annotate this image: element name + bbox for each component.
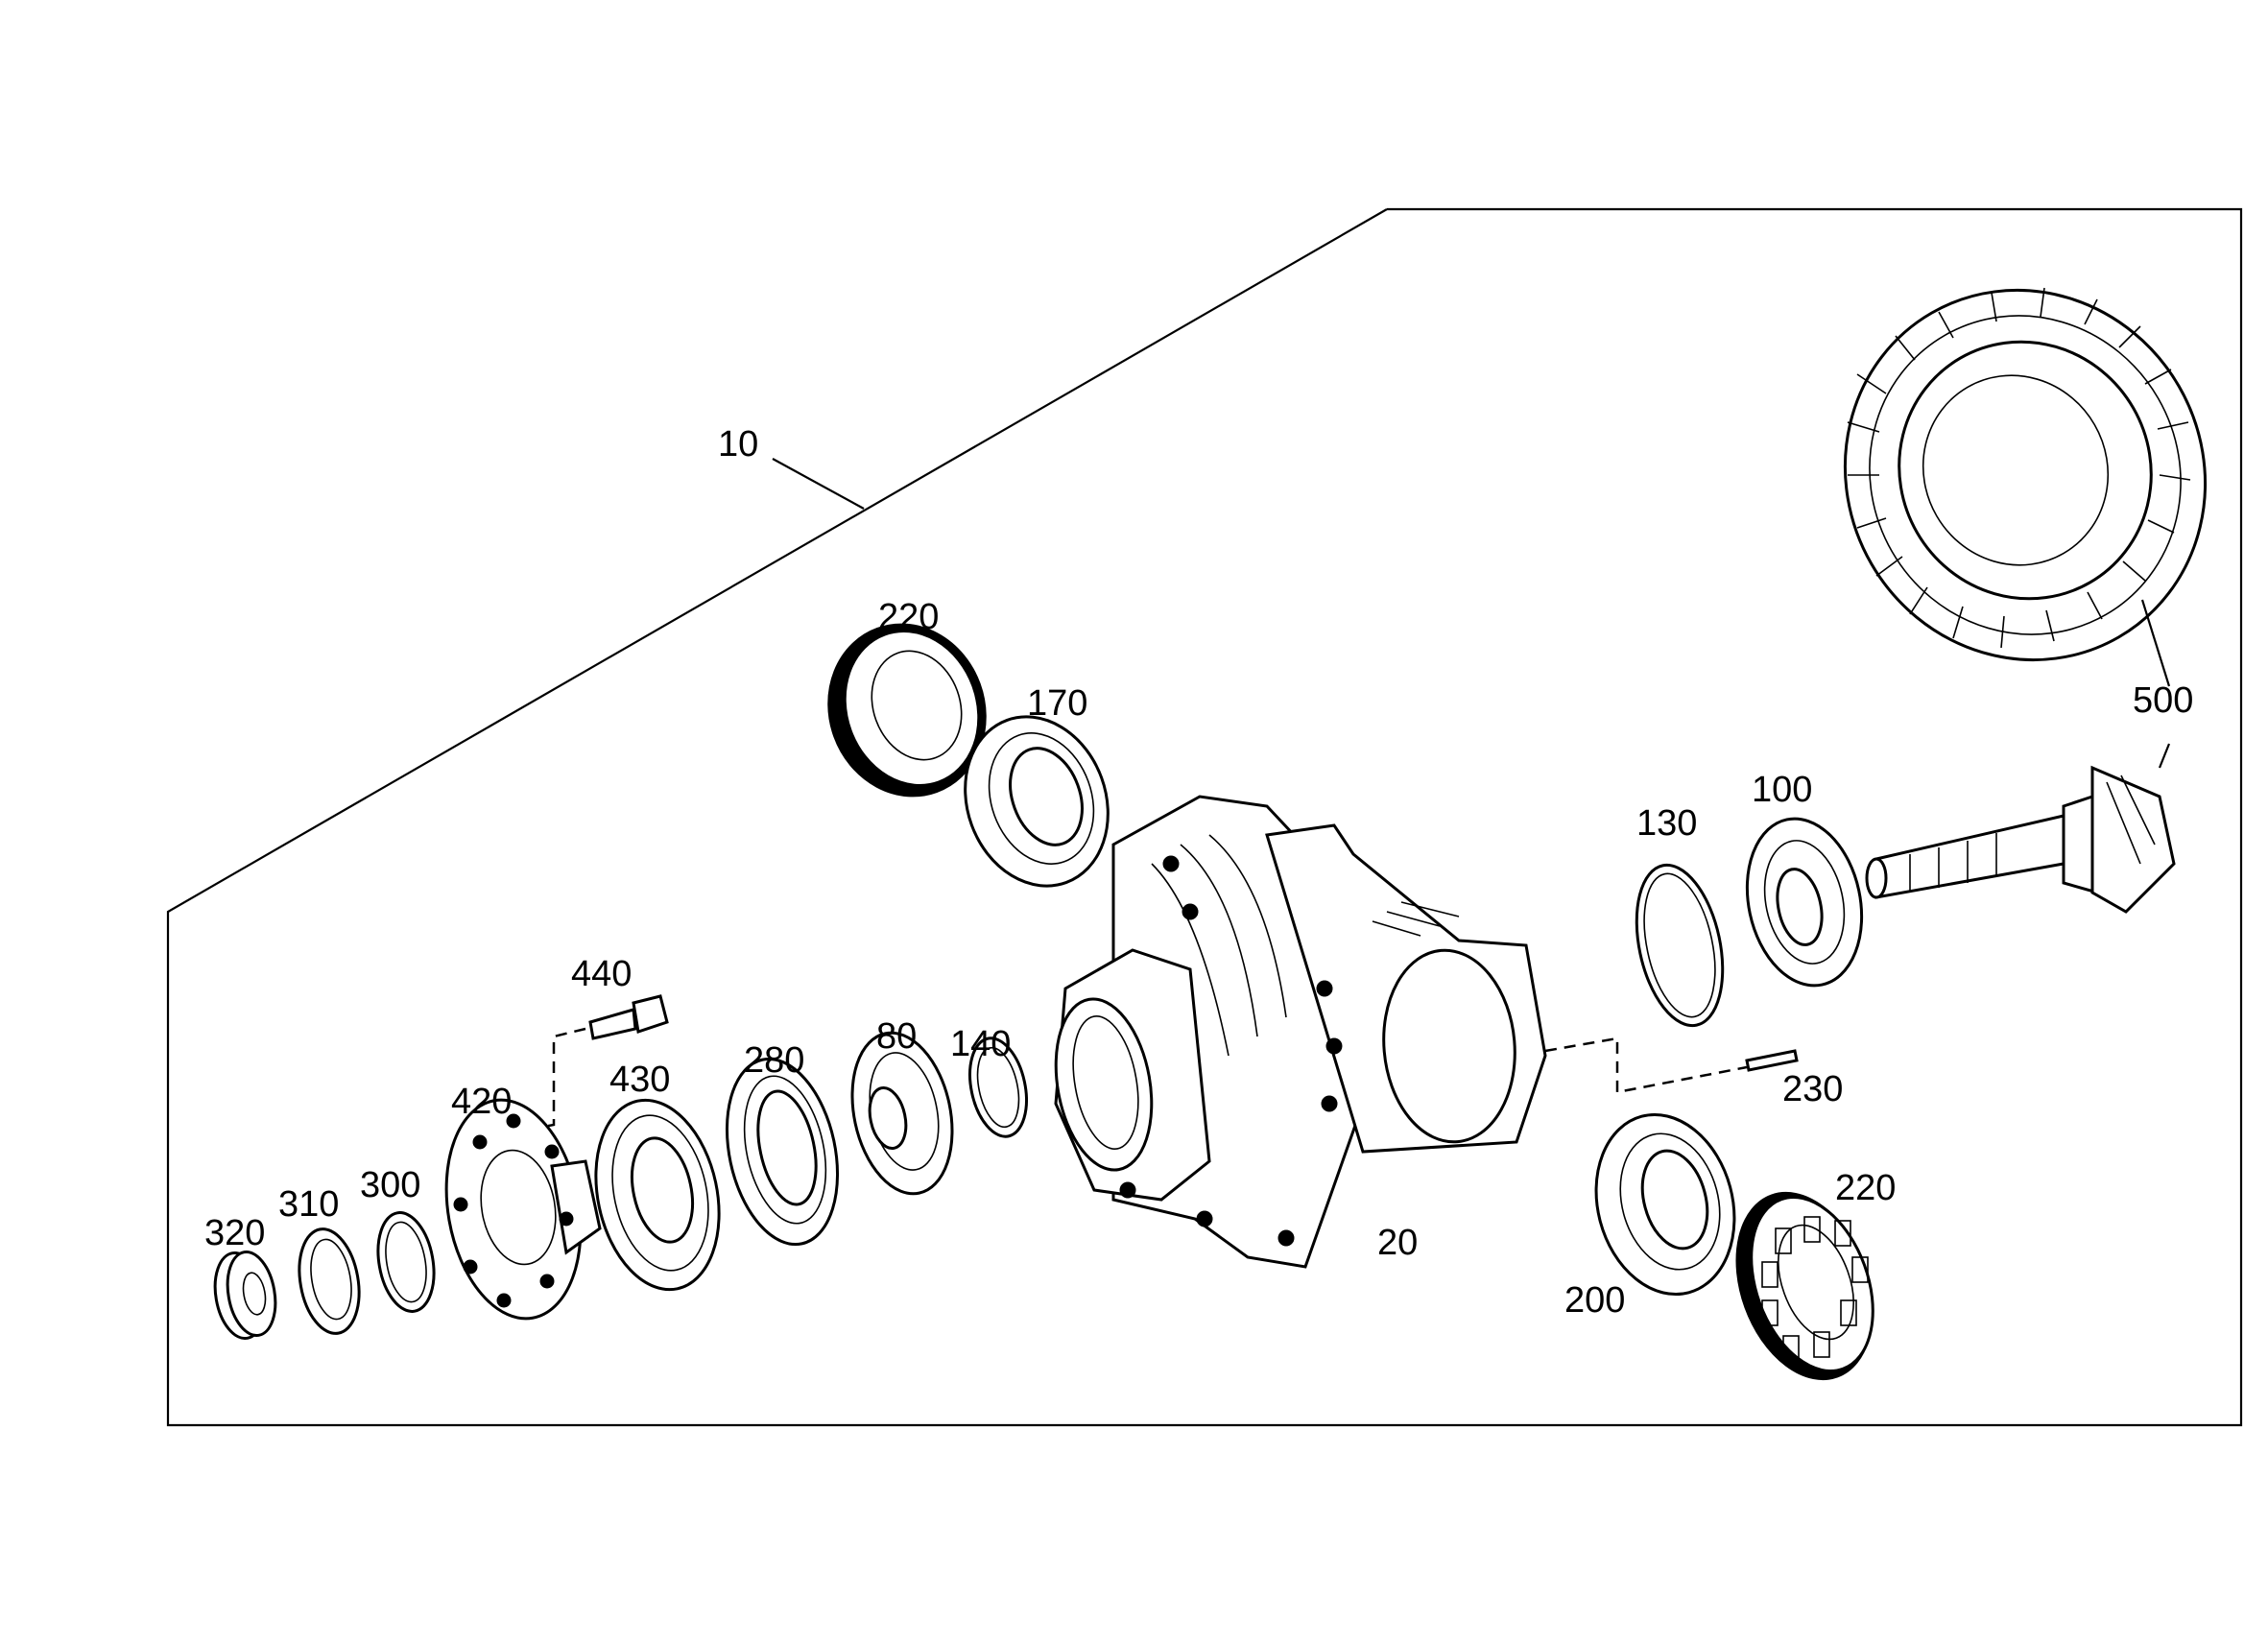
roller-cage-220 <box>1735 1191 1874 1381</box>
label-230: 230 <box>1782 1069 1843 1109</box>
label-430: 430 <box>609 1060 670 1100</box>
ring-140 <box>968 1036 1028 1138</box>
label-10: 10 <box>718 424 758 465</box>
assembly-frame <box>166 207 2243 1427</box>
label-100: 100 <box>1752 770 1812 810</box>
bearing-280 <box>725 1057 840 1247</box>
bearing-100 <box>1745 817 1864 988</box>
bearing-200 <box>1594 1112 1736 1297</box>
ring-gear <box>1843 287 2208 687</box>
seal-430 <box>594 1098 721 1292</box>
label-310: 310 <box>278 1184 339 1225</box>
bolt-440 <box>588 994 669 1040</box>
label-220-top: 220 <box>878 597 939 637</box>
washer-300 <box>376 1211 436 1313</box>
pinion-shaft <box>1865 743 2176 914</box>
label-200: 200 <box>1564 1280 1625 1321</box>
label-440: 440 <box>571 954 632 994</box>
nut-320 <box>213 1250 277 1341</box>
label-280: 280 <box>744 1040 804 1081</box>
label-20: 20 <box>1377 1223 1418 1263</box>
flange-420 <box>444 1098 602 1321</box>
bearing-170 <box>964 715 1110 888</box>
differential-housing <box>1054 795 1547 1269</box>
label-320: 320 <box>204 1213 265 1253</box>
label-220-bottom: 220 <box>1835 1168 1896 1208</box>
label-140: 140 <box>950 1024 1011 1064</box>
seal-130 <box>1635 863 1725 1028</box>
label-420: 420 <box>451 1082 512 1122</box>
label-300: 300 <box>360 1165 420 1205</box>
label-500: 500 <box>2133 680 2193 721</box>
label-130: 130 <box>1636 803 1697 844</box>
ring-310 <box>298 1227 361 1335</box>
bearing-80 <box>850 1031 954 1196</box>
seal-220-top <box>827 623 987 798</box>
dashed-link-230 <box>1544 1036 1748 1094</box>
label-80: 80 <box>876 1016 917 1057</box>
pin-230 <box>1745 1049 1799 1072</box>
label-170: 170 <box>1027 683 1087 724</box>
leader-10 <box>772 458 865 510</box>
